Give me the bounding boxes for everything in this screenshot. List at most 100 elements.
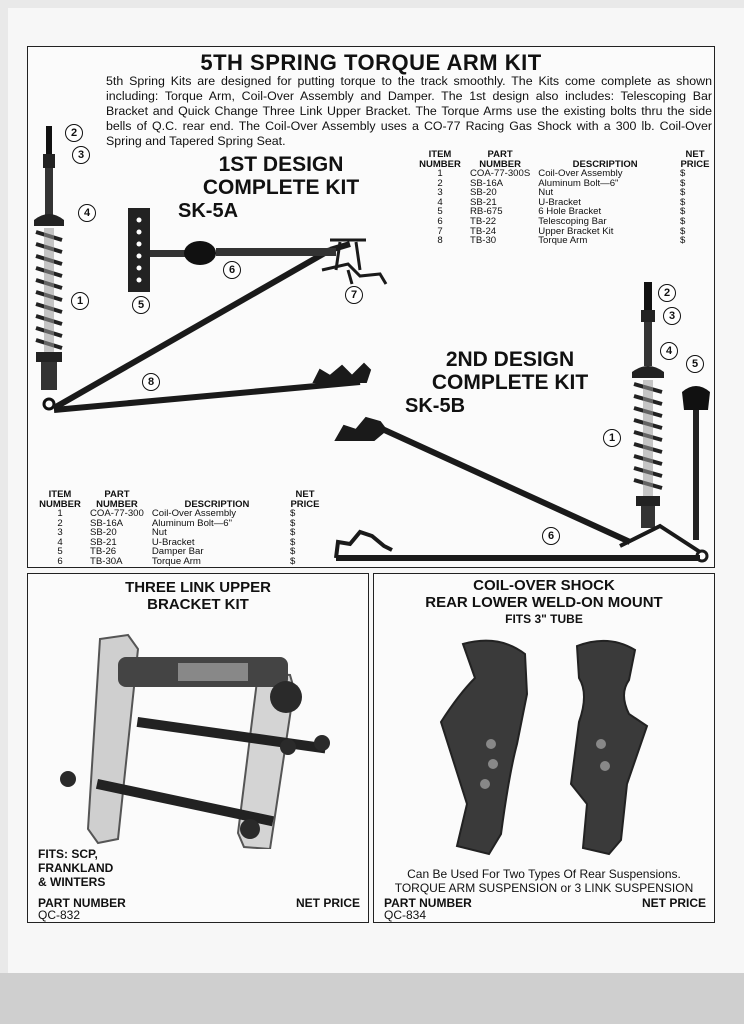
bracket-kit-title-line1: THREE LINK UPPER <box>125 579 271 596</box>
description-cell: Coil-Over Assembly <box>538 168 623 179</box>
callout-2-design2: 2 <box>658 284 676 302</box>
price-cell: $ <box>290 508 296 519</box>
item-number-cell: 4 <box>437 196 443 208</box>
col-description: DESCRIPTION <box>184 498 250 510</box>
design1-parts-table: ITEM NUMBER PART NUMBER DESCRIPTION NET … <box>414 150 714 246</box>
bracket-kit-fits: FITS: SCP, FRANKLAND & WINTERS <box>38 847 113 889</box>
table-row: 5 RB-675 6 Hole Bracket $ <box>414 207 714 217</box>
description-cell: Damper Bar <box>151 546 204 558</box>
torque-arm-illustration-2 <box>334 416 709 563</box>
description-cell: Upper Bracket Kit <box>538 225 614 237</box>
design1-heading: 1ST DESIGN COMPLETE KIT <box>186 153 376 199</box>
shock-mount-title-line2: REAR LOWER WELD-ON MOUNT <box>425 594 663 611</box>
design2-parts-table: ITEM NUMBER PART NUMBER DESCRIPTION NET … <box>34 490 324 567</box>
upper-bracket-illustration <box>321 238 388 285</box>
table-header-row: ITEM NUMBER PART NUMBER DESCRIPTION NET … <box>34 490 324 509</box>
table-row: 5 TB-26 Damper Bar $ <box>34 547 324 557</box>
part-number-cell: SB-21 <box>470 196 497 208</box>
description-cell: Nut <box>538 187 554 199</box>
item-number-cell: 1 <box>57 508 63 519</box>
shock-mount-note: Can Be Used For Two Types Of Rear Suspen… <box>374 867 714 895</box>
price-cell: $ <box>290 527 296 539</box>
price-cell: $ <box>680 225 686 237</box>
bracket-kit-part-number: QC-832 <box>38 908 81 922</box>
description-cell: Torque Arm <box>151 555 201 567</box>
price-cell: $ <box>680 187 686 199</box>
fits-line1: FITS: SCP, <box>38 847 98 861</box>
item-number-cell: 4 <box>57 536 63 548</box>
part-number-cell: COA-77-300 <box>90 508 144 519</box>
shock-mount-photo <box>439 639 649 856</box>
bracket-kit-photo <box>60 633 330 849</box>
telescoping-bar-illustration <box>128 208 336 292</box>
coil-over-assembly-illustration-2 <box>632 282 664 528</box>
bracket-kit-title: THREE LINK UPPER BRACKET KIT <box>28 579 368 613</box>
callout-5-design1: 5 <box>132 296 150 314</box>
callout-5-design2: 5 <box>686 355 704 373</box>
price-cell: $ <box>680 177 686 189</box>
shock-mount-subtitle: FITS 3" TUBE <box>505 612 583 626</box>
part-number-cell: TB-24 <box>470 225 497 237</box>
price-cell: $ <box>290 546 296 558</box>
design2-line1: 2ND DESIGN <box>445 348 575 371</box>
price-cell: $ <box>290 555 296 567</box>
description-cell: U-Bracket <box>538 196 581 208</box>
item-number-cell: 6 <box>57 555 63 567</box>
shock-mount-title-line1: COIL-OVER SHOCK <box>473 577 615 594</box>
bracket-kit-part-label: PART NUMBER <box>38 896 126 910</box>
design2-heading: 2ND DESIGN COMPLETE KIT <box>410 348 610 394</box>
shock-mount-note-line2: TORQUE ARM SUSPENSION or 3 LINK SUSPENSI… <box>394 881 694 895</box>
item-number-cell: 5 <box>437 206 443 218</box>
design1-kit-illustration <box>34 126 388 413</box>
callout-6-design2: 6 <box>542 527 560 545</box>
fits-line3: & WINTERS <box>38 875 106 889</box>
item-number-cell: 5 <box>57 546 63 558</box>
shock-mount-note-line1: Can Be Used For Two Types Of Rear Suspen… <box>407 867 681 881</box>
item-number-cell: 2 <box>437 177 443 189</box>
description-cell: Aluminum Bolt—6" <box>151 517 233 529</box>
table-row: 1 COA-77-300 Coil-Over Assembly $ <box>34 509 324 519</box>
design1-line1: 1ST DESIGN <box>218 153 344 176</box>
part-number-cell: COA-77-300S <box>470 168 531 179</box>
callout-2-design1: 2 <box>65 124 83 142</box>
col-net-price: NET PRICE <box>290 489 320 510</box>
price-cell: $ <box>680 168 686 179</box>
part-number-cell: RB-675 <box>470 206 503 218</box>
col-part-number: PART NUMBER <box>479 149 521 170</box>
item-number-cell: 3 <box>57 527 63 539</box>
description-cell: 6 Hole Bracket <box>538 206 602 218</box>
table-header-row: ITEM NUMBER PART NUMBER DESCRIPTION NET … <box>414 150 714 169</box>
col-part-number: PART NUMBER <box>96 489 138 510</box>
callout-8-design1: 8 <box>142 373 160 391</box>
shock-mount-title: COIL-OVER SHOCK REAR LOWER WELD-ON MOUNT <box>374 577 714 611</box>
description-cell: Nut <box>151 527 167 539</box>
description-cell: Torque Arm <box>538 235 588 247</box>
price-cell: $ <box>680 206 686 218</box>
price-cell: $ <box>680 215 686 227</box>
item-number-cell: 2 <box>57 517 63 529</box>
callout-7-design1: 7 <box>345 286 363 304</box>
torque-arm-illustration <box>52 241 372 413</box>
callout-6-design1: 6 <box>223 261 241 279</box>
page-title: 5TH SPRING TORQUE ARM KIT <box>200 50 542 75</box>
col-item-number: ITEM NUMBER <box>39 489 81 510</box>
callout-4-design2: 4 <box>660 342 678 360</box>
part-number-cell: SB-16A <box>470 177 504 189</box>
table-row: 2 SB-16A Aluminum Bolt—6" $ <box>34 517 324 529</box>
callout-3-design2: 3 <box>663 307 681 325</box>
part-number-cell: TB-30A <box>90 555 123 567</box>
part-number-cell: SB-16A <box>90 517 124 529</box>
design2-kit-illustration <box>334 282 710 563</box>
item-number-cell: 1 <box>437 168 443 179</box>
shock-mount-part-number: QC-834 <box>384 908 427 922</box>
table-row: 1 COA-77-300S Coil-Over Assembly $ <box>414 169 714 179</box>
col-net-price: NET PRICE <box>680 149 710 170</box>
callout-4-design1: 4 <box>78 204 96 222</box>
part-number-cell: TB-26 <box>90 546 117 558</box>
part-number-cell: SB-20 <box>470 187 497 199</box>
price-cell: $ <box>290 517 296 529</box>
description-cell: Coil-Over Assembly <box>151 508 237 519</box>
